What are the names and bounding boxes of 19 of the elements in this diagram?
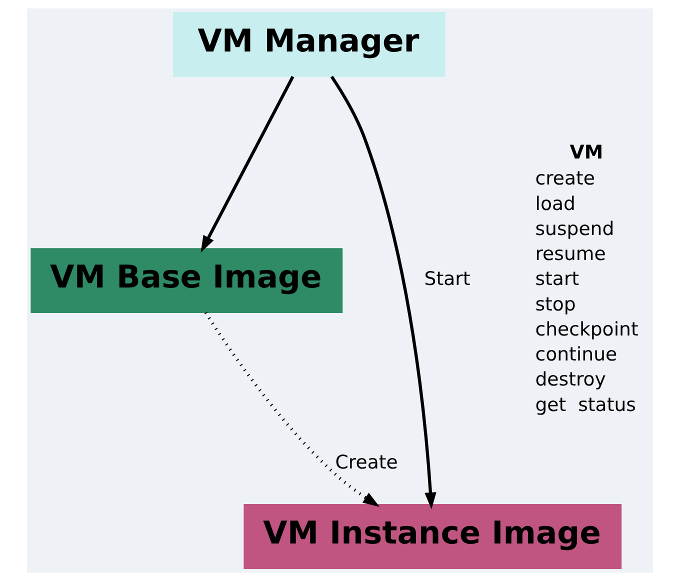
label: continue xyxy=(534,344,617,366)
arrow xyxy=(200,76,294,253)
node-box: VM Base Image xyxy=(30,248,342,313)
node-box: VM Instance Image xyxy=(243,504,622,569)
arrow xyxy=(204,312,380,507)
label: load xyxy=(534,194,575,215)
label: stop xyxy=(534,294,576,316)
label: get status xyxy=(534,394,636,416)
node-box: VM Manager xyxy=(172,12,445,77)
label: destroy xyxy=(534,370,606,391)
label: VM xyxy=(569,142,603,164)
label: suspend xyxy=(534,218,614,240)
edge-label: Create xyxy=(334,452,398,474)
arrow xyxy=(330,76,436,510)
label: checkpoint xyxy=(534,319,638,340)
edge-label: Start xyxy=(424,269,470,290)
label: resume xyxy=(534,244,606,266)
label: create xyxy=(534,168,595,190)
label: start xyxy=(534,269,579,290)
